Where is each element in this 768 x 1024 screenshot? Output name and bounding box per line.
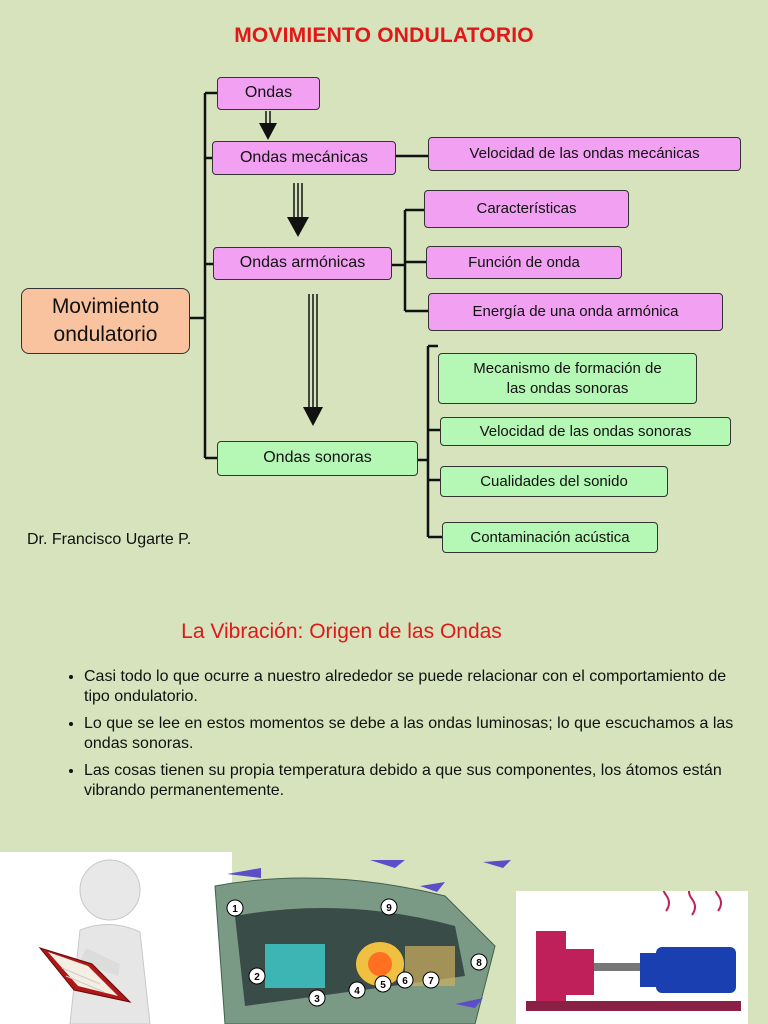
turbine-label: 9 (386, 903, 392, 914)
section-heading: La Vibración: Origen de las Ondas (181, 620, 502, 643)
root-node: Movimiento ondulatorio (21, 288, 190, 354)
arrow-ondas-mecanicas (259, 111, 277, 140)
node-mecanismo-formacion-label: Mecanismo de formación de las ondas sono… (473, 360, 662, 397)
vibrating-motor-image (516, 891, 748, 1024)
node-ondas-sonoras: Ondas sonoras (217, 441, 418, 476)
diagram-connectors (190, 91, 442, 539)
turbine-cutaway-image: 1 2 3 4 5 6 7 8 9 (205, 856, 515, 1024)
author-credit: Dr. Francisco Ugarte P. (27, 531, 192, 548)
bullet-item: Casi todo lo que ocurre a nuestro alrede… (84, 667, 734, 708)
node-ondas-armonicas: Ondas armónicas (213, 247, 392, 280)
arrow-armonicas-sonoras (303, 294, 323, 426)
page-title: MOVIMIENTO ONDULATORIO (234, 24, 534, 47)
node-ondas: Ondas (217, 77, 320, 110)
node-cualidades-sonido: Cualidades del sonido (440, 466, 668, 497)
bullet-list: Casi todo lo que ocurre a nuestro alrede… (56, 667, 734, 808)
arrow-mecanicas-armonicas (287, 183, 309, 237)
node-funcion-de-onda: Función de onda (426, 246, 622, 279)
turbine-label: 5 (380, 980, 386, 991)
bullet-item: Las cosas tienen su propia temperatura d… (84, 761, 734, 802)
reading-figure-image (0, 852, 232, 1024)
turbine-label: 6 (402, 976, 408, 987)
node-energia-onda-armonica: Energía de una onda armónica (428, 293, 723, 331)
turbine-label: 7 (428, 976, 434, 987)
node-velocidad-ondas-mecanicas: Velocidad de las ondas mecánicas (428, 137, 741, 171)
bullet-item: Lo que se lee en estos momentos se debe … (84, 714, 734, 755)
turbine-label: 4 (354, 986, 360, 997)
turbine-label: 3 (314, 994, 320, 1005)
turbine-label: 1 (232, 904, 238, 915)
node-contaminacion-acustica: Contaminación acústica (442, 522, 658, 553)
turbine-label: 2 (254, 972, 260, 983)
root-node-label: Movimiento ondulatorio (51, 294, 160, 346)
node-caracteristicas: Características (424, 190, 629, 228)
node-velocidad-ondas-sonoras: Velocidad de las ondas sonoras (440, 417, 731, 446)
node-mecanismo-formacion: Mecanismo de formación de las ondas sono… (438, 353, 697, 404)
turbine-label: 8 (476, 958, 482, 969)
node-ondas-mecanicas: Ondas mecánicas (212, 141, 396, 175)
